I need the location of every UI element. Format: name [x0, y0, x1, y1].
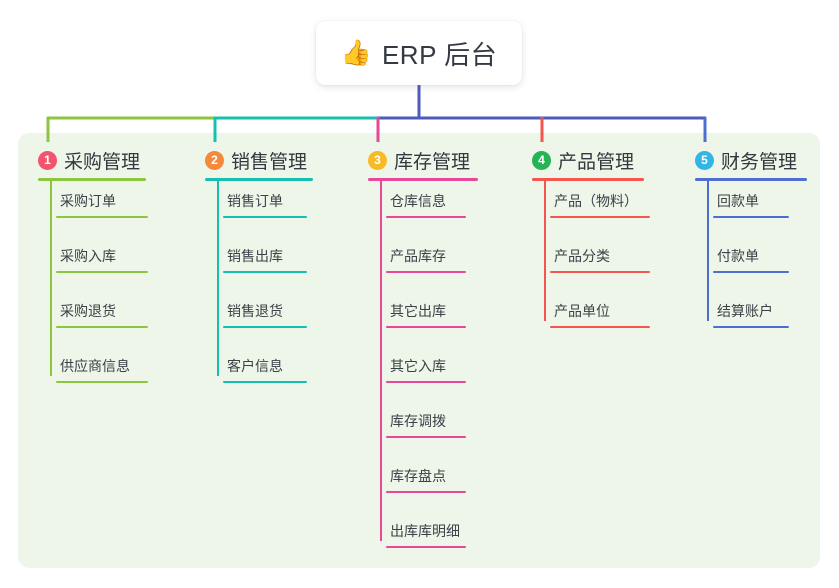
leaf-label: 销售退货 [227, 303, 283, 319]
leaf-label: 供应商信息 [60, 358, 130, 374]
leaf-item[interactable]: 销售订单 [223, 191, 307, 218]
leaf-underline [550, 271, 650, 273]
diagram-canvas [18, 133, 820, 568]
leaf-label: 仓库信息 [390, 193, 446, 209]
branch-spine-3 [380, 181, 382, 541]
branch-header-3[interactable]: 3 库存管理 [368, 147, 470, 174]
leaf-underline [550, 216, 650, 218]
leaf-item[interactable]: 产品（物料） [550, 191, 650, 218]
leaf-label: 产品单位 [554, 303, 610, 319]
leaf-underline [713, 326, 789, 328]
leaf-underline [56, 271, 148, 273]
leaf-underline [386, 381, 466, 383]
root-node-label: ERP 后台 [381, 39, 498, 70]
leaf-label: 采购入库 [60, 248, 116, 264]
leaf-underline [223, 326, 307, 328]
leaf-underline [386, 436, 466, 438]
leaf-item[interactable]: 其它出库 [386, 301, 466, 328]
leaf-underline [386, 491, 466, 493]
leaf-item[interactable]: 销售退货 [223, 301, 307, 328]
leaf-underline [386, 326, 466, 328]
branch-header-1[interactable]: 1 采购管理 [38, 147, 140, 174]
leaf-underline [223, 381, 307, 383]
branch-badge-2: 2 [205, 151, 224, 170]
leaf-label: 出库库明细 [390, 523, 460, 539]
leaf-underline [56, 326, 148, 328]
leaf-label: 库存盘点 [390, 468, 446, 484]
leaf-underline [713, 271, 789, 273]
leaf-label: 付款单 [717, 248, 759, 264]
leaf-item[interactable]: 付款单 [713, 246, 789, 273]
leaf-item[interactable]: 库存盘点 [386, 466, 466, 493]
leaf-item[interactable]: 供应商信息 [56, 356, 148, 383]
branch-title-3: 库存管理 [394, 152, 471, 173]
leaf-underline [386, 546, 466, 548]
leaf-label: 采购退货 [60, 303, 116, 319]
leaf-item[interactable]: 客户信息 [223, 356, 307, 383]
leaf-item[interactable]: 回款单 [713, 191, 789, 218]
leaf-label: 结算账户 [717, 303, 773, 319]
branch-underline-2 [205, 178, 313, 181]
leaf-item[interactable]: 产品库存 [386, 246, 466, 273]
branch-spine-5 [707, 181, 709, 321]
leaf-item[interactable]: 出库库明细 [386, 521, 466, 548]
leaf-item[interactable]: 采购订单 [56, 191, 148, 218]
leaf-label: 回款单 [717, 193, 759, 209]
leaf-underline [713, 216, 789, 218]
branch-title-1: 采购管理 [64, 152, 141, 173]
leaf-item[interactable]: 销售出库 [223, 246, 307, 273]
leaf-underline [56, 381, 148, 383]
leaf-underline [550, 326, 650, 328]
leaf-underline [386, 271, 466, 273]
leaf-underline [223, 216, 307, 218]
leaf-item[interactable]: 采购入库 [56, 246, 148, 273]
thumbs-up-icon: 👍 [340, 38, 372, 67]
leaf-label: 产品（物料） [554, 193, 638, 209]
leaf-label: 客户信息 [227, 358, 283, 374]
leaf-item[interactable]: 库存调拨 [386, 411, 466, 438]
branch-title-5: 财务管理 [721, 152, 798, 173]
leaf-label: 销售订单 [227, 193, 283, 209]
leaf-item[interactable]: 采购退货 [56, 301, 148, 328]
leaf-item[interactable]: 结算账户 [713, 301, 789, 328]
branch-spine-4 [544, 181, 546, 321]
leaf-item[interactable]: 其它入库 [386, 356, 466, 383]
branch-underline-1 [38, 178, 146, 181]
branch-header-5[interactable]: 5 财务管理 [695, 147, 797, 174]
branch-badge-5: 5 [695, 151, 714, 170]
branch-spine-1 [50, 181, 52, 376]
branch-badge-4: 4 [532, 151, 551, 170]
leaf-label: 其它入库 [390, 358, 446, 374]
leaf-item[interactable]: 仓库信息 [386, 191, 466, 218]
root-node[interactable]: 👍 ERP 后台 [316, 21, 522, 85]
branch-spine-2 [217, 181, 219, 376]
leaf-underline [386, 216, 466, 218]
branch-underline-4 [532, 178, 644, 181]
leaf-label: 其它出库 [390, 303, 446, 319]
leaf-underline [56, 216, 148, 218]
branch-underline-3 [368, 178, 478, 181]
leaf-label: 库存调拨 [390, 413, 446, 429]
leaf-label: 产品分类 [554, 248, 610, 264]
leaf-label: 采购订单 [60, 193, 116, 209]
leaf-label: 销售出库 [227, 248, 283, 264]
leaf-underline [223, 271, 307, 273]
branch-title-2: 销售管理 [231, 152, 308, 173]
leaf-label: 产品库存 [390, 248, 446, 264]
branch-header-4[interactable]: 4 产品管理 [532, 147, 634, 174]
leaf-item[interactable]: 产品单位 [550, 301, 650, 328]
branch-title-4: 产品管理 [558, 152, 635, 173]
branch-header-2[interactable]: 2 销售管理 [205, 147, 307, 174]
branch-badge-1: 1 [38, 151, 57, 170]
branch-badge-3: 3 [368, 151, 387, 170]
leaf-item[interactable]: 产品分类 [550, 246, 650, 273]
branch-underline-5 [695, 178, 807, 181]
